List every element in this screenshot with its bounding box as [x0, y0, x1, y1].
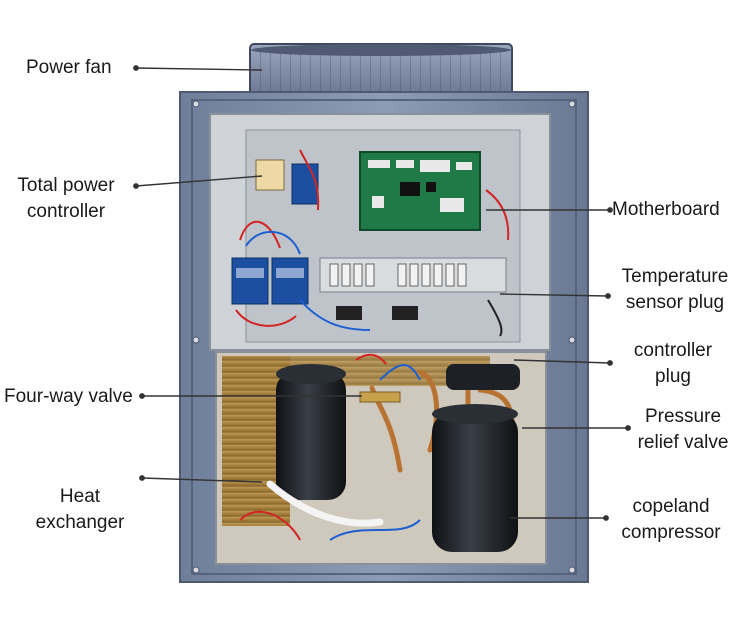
label-copeland-compressor: copeland compressor [608, 494, 734, 546]
label-line: copeland [632, 496, 710, 517]
four-way-valve [359, 391, 401, 403]
label-total-power-controller: Total power controller [6, 173, 126, 225]
power-fan [249, 43, 513, 97]
left-compressor [276, 364, 346, 500]
label-line: controller [633, 340, 713, 361]
lower-compartment [215, 351, 547, 565]
label-line: controller [26, 201, 106, 222]
label-line: Heat [59, 486, 101, 507]
label-line: plug [655, 366, 691, 387]
label-line: Pressure [644, 406, 722, 427]
label-line: exchanger [35, 512, 125, 533]
leader-lines [133, 65, 631, 521]
label-heat-exchanger: Heat exchanger [20, 484, 140, 536]
label-line: Total power [17, 175, 115, 196]
label-line: relief valve [637, 432, 729, 453]
contactors [231, 163, 319, 305]
electrical-panel [209, 113, 551, 351]
label-temperature-sensor-plug: Temperature sensor plug [612, 264, 738, 316]
label-power-fan: Power fan [26, 57, 112, 78]
label-controller-plug: controller plug [618, 338, 728, 390]
label-four-way-valve: Four-way valve [4, 386, 133, 407]
copeland-compressor [432, 364, 520, 552]
label-motherboard: Motherboard [612, 199, 720, 220]
label-line: Temperature [621, 266, 729, 287]
label-pressure-relief-valve: Pressure relief valve [626, 404, 740, 456]
label-line: compressor [621, 522, 721, 543]
label-line: sensor plug [625, 292, 725, 313]
